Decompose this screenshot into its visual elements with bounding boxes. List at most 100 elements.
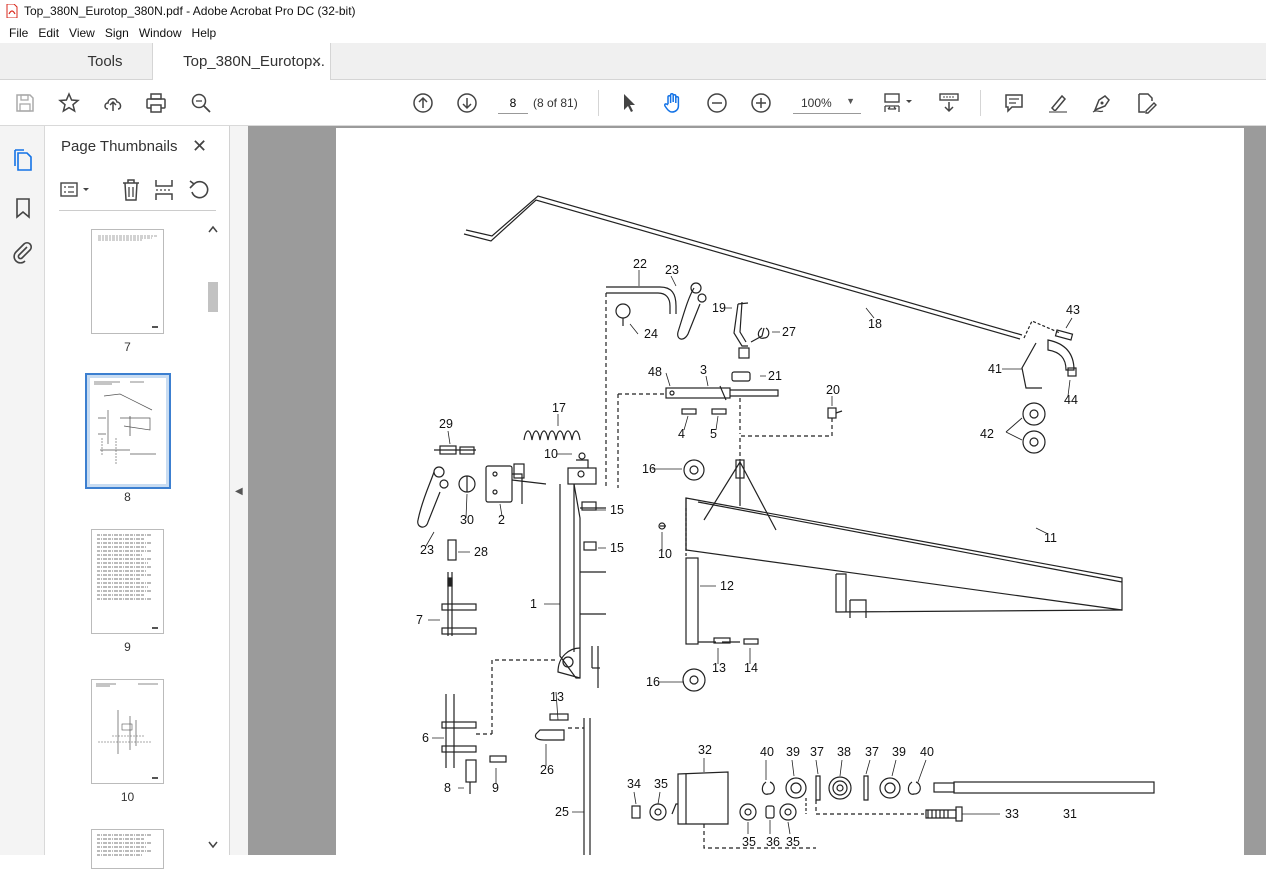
- thumbnail-page-8[interactable]: [85, 373, 171, 489]
- callout-label: 40: [760, 745, 774, 759]
- page-count: (8 of 81): [533, 96, 578, 110]
- callout-label: 8: [444, 781, 451, 795]
- previous-page-icon[interactable]: [411, 91, 435, 115]
- callout-label: 20: [826, 383, 840, 397]
- page-number-input[interactable]: [498, 92, 528, 114]
- print-icon[interactable]: [144, 91, 168, 115]
- menu-view[interactable]: View: [69, 25, 95, 40]
- thumbnail-label: 8: [124, 490, 131, 504]
- document-scrollbar[interactable]: [1246, 126, 1266, 855]
- panel-title: Page Thumbnails: [61, 138, 178, 155]
- thumbnail-preview: [94, 381, 156, 464]
- tab-document-label: Top_380N_Eurotop...: [183, 53, 325, 70]
- trash-icon[interactable]: [119, 178, 143, 202]
- thumbnail-page-10[interactable]: [91, 679, 164, 784]
- callout-label: 29: [439, 417, 453, 431]
- callout-label: 4: [678, 427, 685, 441]
- tab-tools[interactable]: Tools: [87, 53, 123, 70]
- zoom-in-icon[interactable]: [749, 91, 773, 115]
- callout-label: 28: [474, 545, 488, 559]
- star-icon[interactable]: [57, 91, 81, 115]
- page-thumbnails-icon[interactable]: [11, 148, 35, 172]
- callout-label: 39: [892, 745, 906, 759]
- part-spring-group: [417, 430, 581, 561]
- insert-page-icon[interactable]: [152, 178, 176, 202]
- callout-label: 18: [868, 317, 882, 331]
- zoom-search-icon[interactable]: [189, 91, 213, 115]
- part-boom: [658, 459, 1123, 692]
- part-pin-group: [605, 282, 770, 488]
- panel-collapse-handle[interactable]: ◀: [230, 126, 248, 855]
- callout-label: 19: [712, 301, 726, 315]
- comment-icon[interactable]: [1002, 91, 1026, 115]
- zoom-out-icon[interactable]: [705, 91, 729, 115]
- callout-label: 40: [920, 745, 934, 759]
- upload-cloud-icon[interactable]: [101, 91, 125, 115]
- navigation-rail: [0, 126, 45, 855]
- part-main-post: [557, 452, 606, 688]
- attachment-paperclip-icon[interactable]: [11, 240, 35, 264]
- fill-sign-pen-icon[interactable]: [1090, 91, 1114, 115]
- part-lower-left-group: [441, 572, 591, 855]
- callout-label: 17: [552, 401, 566, 415]
- part-rod: [463, 195, 1023, 340]
- callout-label: 5: [710, 427, 717, 441]
- bookmark-icon[interactable]: [11, 196, 35, 220]
- callout-label: 35: [654, 777, 668, 791]
- callout-label: 35: [742, 835, 756, 849]
- callout-label: 14: [744, 661, 758, 675]
- panel-divider: [59, 210, 216, 211]
- callout-label: 1: [530, 597, 537, 611]
- close-icon[interactable]: ✕: [192, 136, 208, 156]
- thumbnail-scrollbar[interactable]: [205, 220, 221, 855]
- callout-label: 42: [980, 427, 994, 441]
- callout-label: 32: [698, 743, 712, 757]
- chevron-left-icon: ◀: [235, 486, 243, 497]
- close-icon[interactable]: ✕: [311, 54, 322, 69]
- thumbnail-preview: [97, 834, 152, 856]
- thumbnail-options-icon[interactable]: [59, 178, 95, 202]
- thumbnail-preview: [98, 235, 158, 328]
- menu-sign[interactable]: Sign: [104, 25, 129, 40]
- select-arrow-icon[interactable]: [617, 91, 641, 115]
- callout-label: 30: [460, 513, 474, 527]
- save-icon[interactable]: [13, 91, 37, 115]
- zoom-level-value: 100%: [801, 95, 832, 110]
- tab-document[interactable]: Top_380N_Eurotop... ✕: [152, 43, 331, 80]
- rotate-icon[interactable]: [187, 178, 211, 202]
- thumbnail-page-9[interactable]: [91, 529, 164, 634]
- hand-tool-icon[interactable]: [661, 91, 685, 115]
- thumbnail-page-11[interactable]: [91, 829, 164, 869]
- callout-label: 10: [658, 547, 672, 561]
- parts-diagram: 22 23 24 19 27 18 43 41 44 42 48 3 21 20…: [416, 195, 1155, 855]
- callout-label: 36: [766, 835, 780, 849]
- menu-help[interactable]: Help: [191, 25, 217, 40]
- callout-label: 12: [720, 579, 734, 593]
- callout-label: 22: [633, 257, 647, 271]
- callout-label: 23: [665, 263, 679, 277]
- callout-label: 37: [865, 745, 879, 759]
- part-handle-group: [1005, 320, 1077, 454]
- callout-label: 6: [422, 731, 429, 745]
- menu-window[interactable]: Window: [138, 25, 182, 40]
- document-viewer[interactable]: 22 23 24 19 27 18 43 41 44 42 48 3 21 20…: [248, 126, 1266, 855]
- part-bracket-group: [617, 371, 843, 488]
- toolbar-divider: [980, 90, 981, 116]
- next-page-icon[interactable]: [455, 91, 479, 115]
- thumbnail-page-7[interactable]: [91, 229, 164, 334]
- menu-edit[interactable]: Edit: [38, 25, 60, 40]
- callout-label: 3: [700, 363, 707, 377]
- title-bar: Top_380N_Eurotop_380N.pdf - Adobe Acroba…: [0, 0, 1266, 22]
- scroll-mode-icon[interactable]: [937, 91, 961, 115]
- zoom-level-dropdown[interactable]: 100% ▼: [793, 92, 861, 114]
- fit-page-icon[interactable]: [881, 91, 917, 115]
- callout-label: 34: [627, 777, 641, 791]
- callout-label: 25: [555, 805, 569, 819]
- callout-label: 43: [1066, 303, 1080, 317]
- callout-label: 11: [1044, 531, 1057, 545]
- edit-pdf-icon[interactable]: [1134, 91, 1158, 115]
- callout-label: 37: [810, 745, 824, 759]
- callout-label: 10: [544, 447, 558, 461]
- menu-file[interactable]: File: [9, 25, 29, 40]
- highlight-pen-icon[interactable]: [1046, 91, 1070, 115]
